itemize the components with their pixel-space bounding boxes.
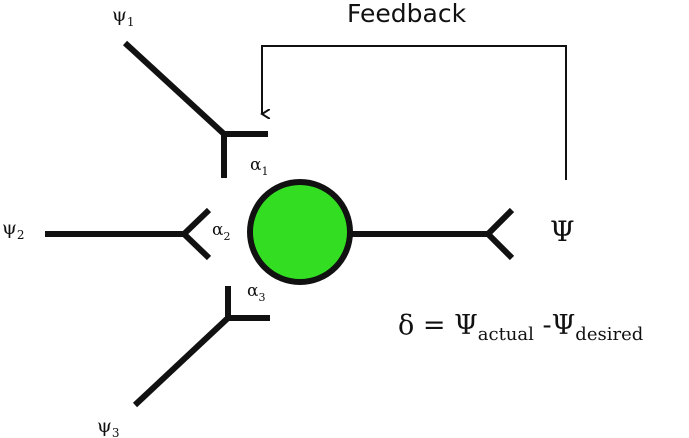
input-3-synapse	[132, 286, 270, 408]
weight-3-label: α3	[247, 281, 265, 304]
input-2-synapse	[45, 207, 212, 261]
weight-2-label: α2	[212, 220, 230, 243]
input-1-synapse	[122, 40, 268, 178]
output-label: Ψ	[550, 215, 575, 248]
error-equation: δ = Ψactual -Ψdesired	[398, 310, 643, 345]
input-3-label: ψ3	[97, 415, 120, 438]
weight-1-label: α1	[250, 155, 268, 178]
input-2-label: ψ2	[2, 217, 25, 242]
input-1-label: ψ1	[112, 4, 135, 29]
feedback-label: Feedback	[347, 0, 467, 28]
output-synapse	[346, 207, 515, 261]
feedback-line	[262, 45, 567, 180]
neuron-body	[247, 179, 353, 285]
